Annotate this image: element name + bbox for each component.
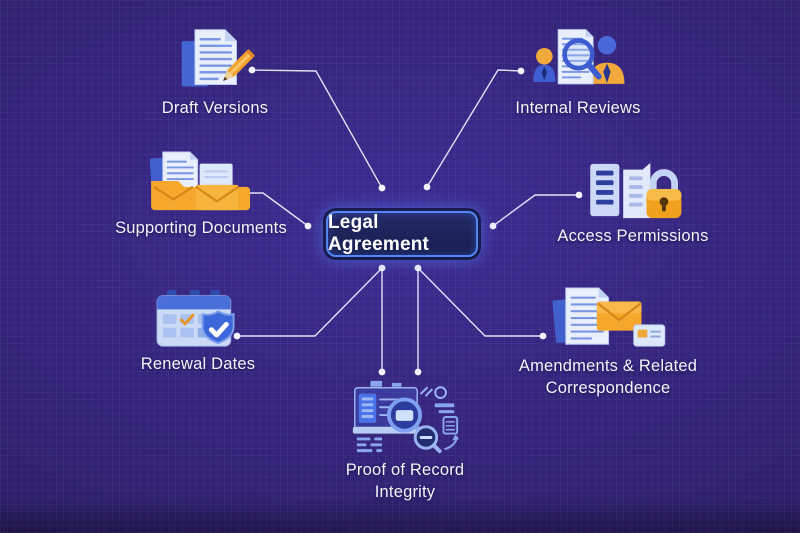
node-supporting-documents: Supporting Documents	[115, 150, 287, 240]
folder-envelope-documents-icon	[149, 151, 250, 211]
document-pencil-icon	[181, 29, 255, 87]
node-renewal-dates: Renewal Dates	[141, 288, 256, 376]
calendar-shield-check-icon	[156, 289, 235, 347]
connector-endpoint-dots	[227, 66, 583, 376]
central-node-label: Legal Agreement	[328, 212, 430, 255]
node-label-renewal-dates: Renewal Dates	[140, 355, 256, 373]
node-label-draft-versions: Draft Versions	[161, 99, 269, 117]
connector-line	[492, 194, 579, 227]
connector-line	[417, 267, 543, 337]
connector-line	[251, 69, 383, 189]
audit-dashboard-magnifiers-icon	[352, 380, 460, 454]
node-draft-versions: Draft Versions	[162, 26, 268, 120]
node-label-amendments-correspondence: Amendments & Related Correspondence	[518, 357, 698, 397]
document-magnifier-people-icon	[532, 29, 625, 85]
connector-line	[426, 69, 522, 188]
node-access-permissions: Access Permissions	[557, 158, 708, 248]
node-label-supporting-documents: Supporting Documents	[115, 219, 287, 237]
node-amendments-correspondence: Amendments & Related Correspondence	[512, 286, 704, 400]
node-proof-record-integrity: Proof of Record Integrity	[335, 378, 475, 504]
documents-padlock-icon	[589, 162, 681, 219]
node-internal-reviews: Internal Reviews	[515, 24, 640, 120]
connector-line	[237, 267, 383, 337]
node-label-internal-reviews: Internal Reviews	[515, 99, 641, 117]
node-label-proof-record-integrity: Proof of Record Integrity	[345, 461, 465, 501]
central-node-legal-agreement: Legal Agreement	[326, 211, 478, 257]
node-label-access-permissions: Access Permissions	[557, 227, 709, 245]
document-envelope-card-icon	[552, 287, 666, 347]
